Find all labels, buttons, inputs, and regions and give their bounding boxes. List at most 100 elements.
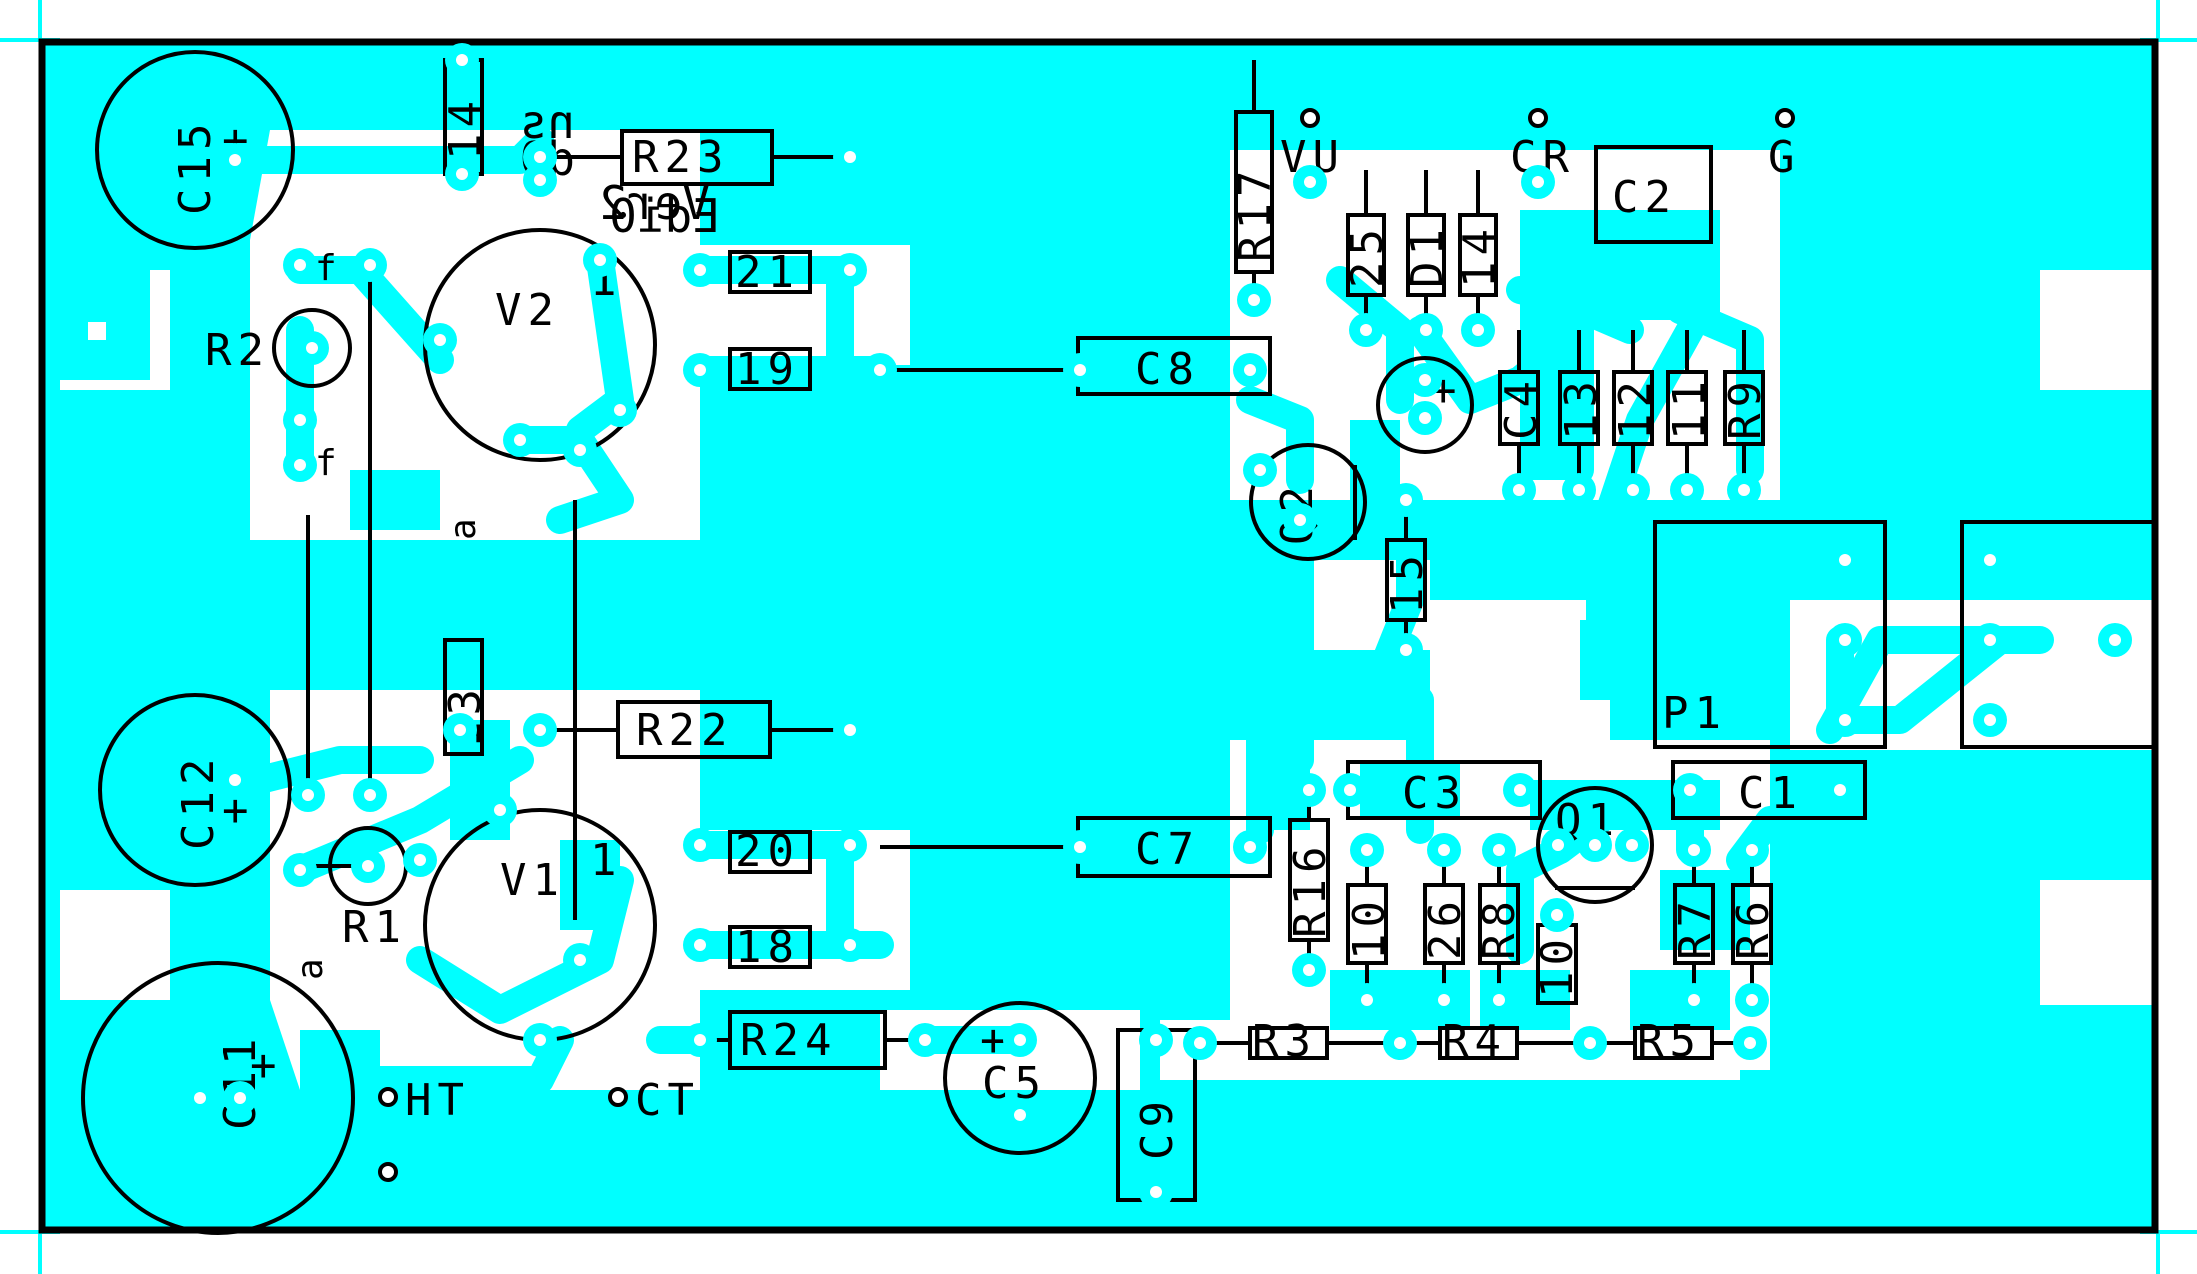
pad-hole <box>454 724 466 736</box>
r25-label: 25 <box>1342 223 1393 288</box>
pad-hole <box>1839 554 1851 566</box>
r6-label: R6 <box>1728 895 1779 960</box>
terminal-ct-label: CT <box>635 1075 700 1126</box>
terminal-pads <box>378 108 1795 1182</box>
pad-hole <box>1074 364 1086 376</box>
trimmer-r2-label: R2 <box>205 325 270 376</box>
a-marker: a <box>443 518 484 540</box>
pad-hole <box>1589 839 1601 851</box>
capacitor-c12-label: C12 <box>173 753 224 850</box>
r24-label: R24 <box>740 1015 837 1066</box>
pad-hole <box>1150 1186 1162 1198</box>
pad-hole <box>534 724 546 736</box>
pad-hole <box>694 264 706 276</box>
pad-hole <box>2109 634 2121 646</box>
pad-hole <box>694 939 706 951</box>
mirror-text-line4: ns <box>520 95 575 149</box>
plus-marker: + <box>250 1040 283 1091</box>
r13-label: 13 <box>1556 375 1607 440</box>
pad-hole <box>514 434 526 446</box>
pot-p1-label: P1 <box>1662 688 1727 739</box>
pad-hole <box>1394 1037 1406 1049</box>
trimmer-r2 <box>272 308 352 388</box>
pad-hole <box>1738 484 1750 496</box>
pad-hole <box>1627 484 1639 496</box>
mounting-holes <box>88 322 2101 948</box>
pad-hole <box>534 151 546 163</box>
pad-hole <box>1472 324 1484 336</box>
r17-label: R17 <box>1230 165 1281 262</box>
pad-hole <box>1681 484 1693 496</box>
pad-hole <box>1014 1109 1026 1121</box>
r8-label: R8 <box>1474 895 1525 960</box>
pad-hole <box>456 54 468 66</box>
pad-hole <box>1438 994 1450 1006</box>
pad-hole <box>1984 634 1996 646</box>
d1-label: D1 <box>1402 223 1453 288</box>
r7-label: R7 <box>1670 895 1721 960</box>
pad-hole <box>1194 1037 1206 1049</box>
r12-label: 12 <box>1610 375 1661 440</box>
trimmer-r1-label: R1 <box>342 902 407 953</box>
pad-hole <box>302 789 314 801</box>
pot-p1 <box>1653 520 2157 749</box>
mirror-text: Edi0 Ver2 <box>599 176 720 243</box>
pad-hole <box>1244 364 1256 376</box>
pad-hole <box>1074 841 1086 853</box>
pad-hole <box>494 804 506 816</box>
r18-label: 18 <box>735 922 800 973</box>
pad-hole <box>362 860 374 872</box>
pad-hole <box>844 939 856 951</box>
pad-hole <box>364 789 376 801</box>
pad-hole <box>844 724 856 736</box>
pad-hole <box>294 459 306 471</box>
r19-label: 19 <box>735 344 800 395</box>
transistor-q1 <box>1536 786 1654 904</box>
pad-hole <box>1420 324 1432 336</box>
pad-hole <box>1532 176 1544 188</box>
pad-hole <box>456 168 468 180</box>
pad-hole <box>694 839 706 851</box>
f-marker: f <box>315 248 337 289</box>
pad-hole <box>1360 324 1372 336</box>
pad-hole <box>694 364 706 376</box>
c4-label: C4 <box>1496 375 1547 440</box>
f-marker: f <box>315 443 337 484</box>
r10-label: 10 <box>1344 895 1395 960</box>
r22-label: R22 <box>636 705 733 756</box>
pad-hole <box>294 414 306 426</box>
pad-hole <box>594 254 606 266</box>
pad-hole <box>194 1092 206 1104</box>
r5-label: R5 <box>1637 1016 1702 1067</box>
pad-hole <box>574 954 586 966</box>
pad-hole <box>1839 634 1851 646</box>
a-marker: a <box>290 958 331 980</box>
valve-v1-label: V1 <box>500 855 565 906</box>
pad-hole <box>1493 994 1505 1006</box>
pad-hole <box>1303 964 1315 976</box>
pad-hole <box>229 154 241 166</box>
pad-hole <box>1248 294 1260 306</box>
pad-hole <box>1361 994 1373 1006</box>
pad-hole <box>1361 844 1373 856</box>
pad-hole <box>534 1034 546 1046</box>
pad-hole <box>1344 784 1356 796</box>
pad-hole <box>1552 839 1564 851</box>
pad-hole <box>1438 844 1450 856</box>
pad-hole <box>1400 644 1412 656</box>
pad-hole <box>1984 714 1996 726</box>
pad-hole <box>364 259 376 271</box>
r26-label: 26 <box>1420 895 1471 960</box>
pad-hole <box>1688 994 1700 1006</box>
capacitor-c15-label: C15 <box>170 118 221 215</box>
pad-hole <box>1984 554 1996 566</box>
capacitor-c4 <box>1376 356 1474 454</box>
terminal-ht-label: HT <box>405 1075 470 1126</box>
pad-hole <box>1746 994 1758 1006</box>
pad-hole <box>1513 484 1525 496</box>
c2-label: C2 <box>1612 172 1677 223</box>
c7-label: C7 <box>1135 824 1200 875</box>
mirror-text-line1: Edi0 <box>609 189 720 243</box>
plus-marker: + <box>980 1015 1013 1066</box>
